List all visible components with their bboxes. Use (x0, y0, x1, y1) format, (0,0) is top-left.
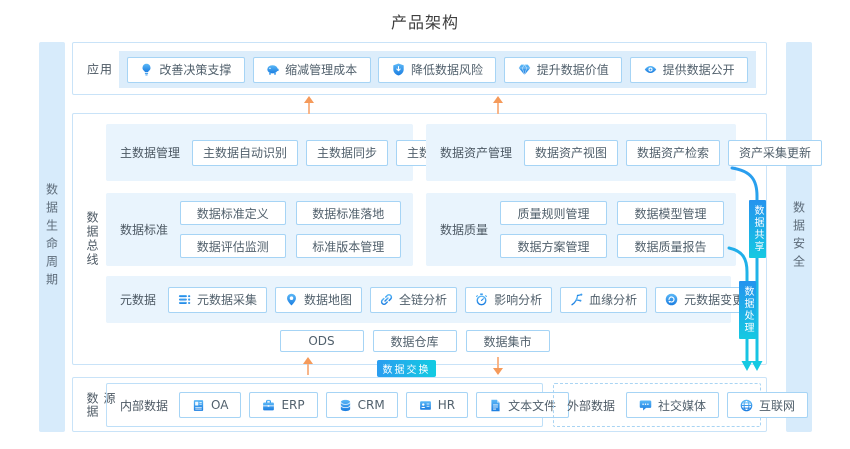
lifecycle-sidebar: 数据生命周期 (39, 42, 65, 432)
briefcase-icon (262, 399, 275, 412)
app-chip: 降低数据风险 (378, 57, 496, 83)
asset-chip: 数据资产视图 (524, 140, 618, 166)
application-section: 应用 改善决策支撑 缩减管理成本 降低数据风险 提升数据价值 提供数据公开 (72, 42, 767, 95)
piggy-bank-icon (266, 63, 279, 76)
eye-icon (644, 63, 657, 76)
bulb-icon (140, 63, 153, 76)
data-quality-group: 数据质量 质量规则管理 数据模型管理 数据方案管理 数据质量报告 (426, 193, 736, 266)
external-chip: 互联网 (727, 392, 808, 418)
app-chip-label: 缩减管理成本 (285, 61, 357, 78)
external-data-group: 外部数据 社交媒体 互联网 (553, 383, 761, 427)
data-share-badge: 数据共享 (749, 200, 766, 258)
lifecycle-label: 数据生命周期 (44, 183, 61, 291)
metadata-chip: 数据地图 (275, 287, 362, 313)
data-standard-label: 数据标准 (120, 221, 168, 238)
metadata-group: 元数据 元数据采集 数据地图 全链分析 影响分析 (106, 276, 731, 323)
collect-icon (178, 293, 191, 306)
app-chip: 改善决策支撑 (127, 57, 245, 83)
quality-chip: 质量规则管理 (500, 201, 607, 225)
gem-icon (518, 63, 531, 76)
storage-chip-warehouse: 数据仓库 (373, 330, 457, 352)
branch-icon (570, 293, 583, 306)
id-card-icon (419, 399, 432, 412)
file-icon (489, 399, 502, 412)
map-pin-icon (285, 293, 298, 306)
storage-chip-ods: ODS (280, 330, 364, 352)
standard-chip: 数据标准落地 (296, 201, 402, 225)
data-quality-label: 数据质量 (440, 221, 488, 238)
metadata-chip: 血缘分析 (560, 287, 647, 313)
data-standard-group: 数据标准 数据标准定义 数据标准落地 数据评估监测 标准版本管理 (106, 193, 413, 266)
security-label: 数据安全 (791, 201, 808, 273)
metadata-label: 元数据 (120, 291, 156, 308)
standard-chip: 数据评估监测 (180, 234, 285, 258)
data-asset-group: 数据资产管理 数据资产视图 数据资产检索 资产采集更新 (426, 124, 736, 181)
refresh-icon (665, 293, 678, 306)
shield-down-icon (392, 63, 405, 76)
link-icon (380, 293, 393, 306)
security-sidebar: 数据安全 (786, 42, 812, 432)
master-chip: 主数据自动识别 (192, 140, 298, 166)
external-chip: 社交媒体 (626, 392, 719, 418)
app-chip-label: 降低数据风险 (411, 61, 483, 78)
master-data-group: 主数据管理 主数据自动识别 主数据同步 主数据检索 (106, 124, 413, 181)
app-chip-label: 提供数据公开 (663, 61, 735, 78)
data-bus-section: 数据总线 主数据管理 主数据自动识别 主数据同步 主数据检索 数据资产管理 数据… (72, 113, 767, 365)
external-data-label: 外部数据 (567, 397, 615, 414)
storage-chip-mart: 数据集市 (466, 330, 550, 352)
internal-data-label: 内部数据 (120, 397, 168, 414)
up-arrow-icon (492, 96, 503, 114)
down-arrow-icon (492, 357, 503, 375)
master-chip: 主数据同步 (306, 140, 388, 166)
app-chip: 缩减管理成本 (253, 57, 371, 83)
metadata-chip: 全链分析 (370, 287, 457, 313)
up-arrow-icon (302, 357, 313, 375)
up-arrow-icon (303, 96, 314, 114)
stopwatch-icon (475, 293, 488, 306)
internal-chip: HR (406, 392, 468, 418)
internal-chip: CRM (326, 392, 398, 418)
internal-chip: ERP (249, 392, 317, 418)
quality-chip: 数据质量报告 (617, 234, 724, 258)
internal-chip: OA (179, 392, 241, 418)
page-title: 产品架构 (0, 9, 850, 33)
metadata-chip: 元数据采集 (168, 287, 267, 313)
metadata-chip: 影响分析 (465, 287, 552, 313)
application-panel: 改善决策支撑 缩减管理成本 降低数据风险 提升数据价值 提供数据公开 (119, 51, 756, 88)
data-source-section: 数据源 内部数据 OA ERP CRM HR (72, 377, 767, 432)
database-icon (339, 399, 352, 412)
master-data-label: 主数据管理 (120, 144, 180, 161)
data-exchange-badge: 数据交换 (377, 360, 436, 377)
data-asset-label: 数据资产管理 (440, 144, 512, 161)
chat-icon (639, 399, 652, 412)
standard-chip: 数据标准定义 (180, 201, 285, 225)
app-chip-label: 提升数据价值 (537, 61, 609, 78)
storage-row: ODS 数据仓库 数据集市 (68, 330, 761, 352)
internal-data-group: 内部数据 OA ERP CRM HR (106, 383, 543, 427)
globe-icon (740, 399, 753, 412)
app-chip: 提升数据价值 (504, 57, 622, 83)
data-process-badge: 数据处理 (739, 281, 756, 339)
app-chip: 提供数据公开 (630, 57, 748, 83)
quality-chip: 数据方案管理 (500, 234, 607, 258)
quality-chip: 数据模型管理 (617, 201, 724, 225)
data-bus-label: 数据总线 (84, 211, 101, 267)
asset-chip: 数据资产检索 (626, 140, 720, 166)
application-label: 应用 (87, 60, 113, 77)
doc-icon (192, 399, 205, 412)
standard-chip: 标准版本管理 (296, 234, 402, 258)
asset-chip: 资产采集更新 (728, 140, 822, 166)
app-chip-label: 改善决策支撑 (159, 61, 231, 78)
